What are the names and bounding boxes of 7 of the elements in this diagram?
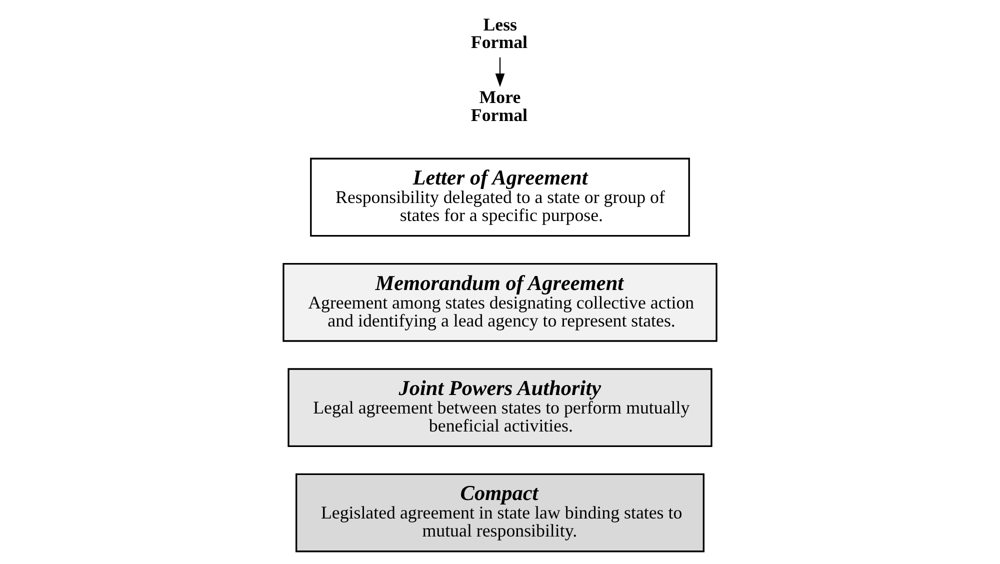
node-text: Less Formal xyxy=(470,14,528,52)
node-box: Letter of Agreement Responsibility delegated to a state or group of states for a specific purpose. xyxy=(310,158,690,237)
node-box: Compact Legislated agreement in state law binding states to mutual responsibility. xyxy=(296,473,704,552)
arrow xyxy=(495,57,505,87)
node-text: More Formal xyxy=(470,87,528,125)
node-box: Memorandum of Agreement Agreement among states designating collective action and identifying a lead agency to represent states. xyxy=(282,262,718,342)
node-box: Joint Powers Authority Legal agreement between states to perform mutually beneficial activities. xyxy=(288,368,712,448)
